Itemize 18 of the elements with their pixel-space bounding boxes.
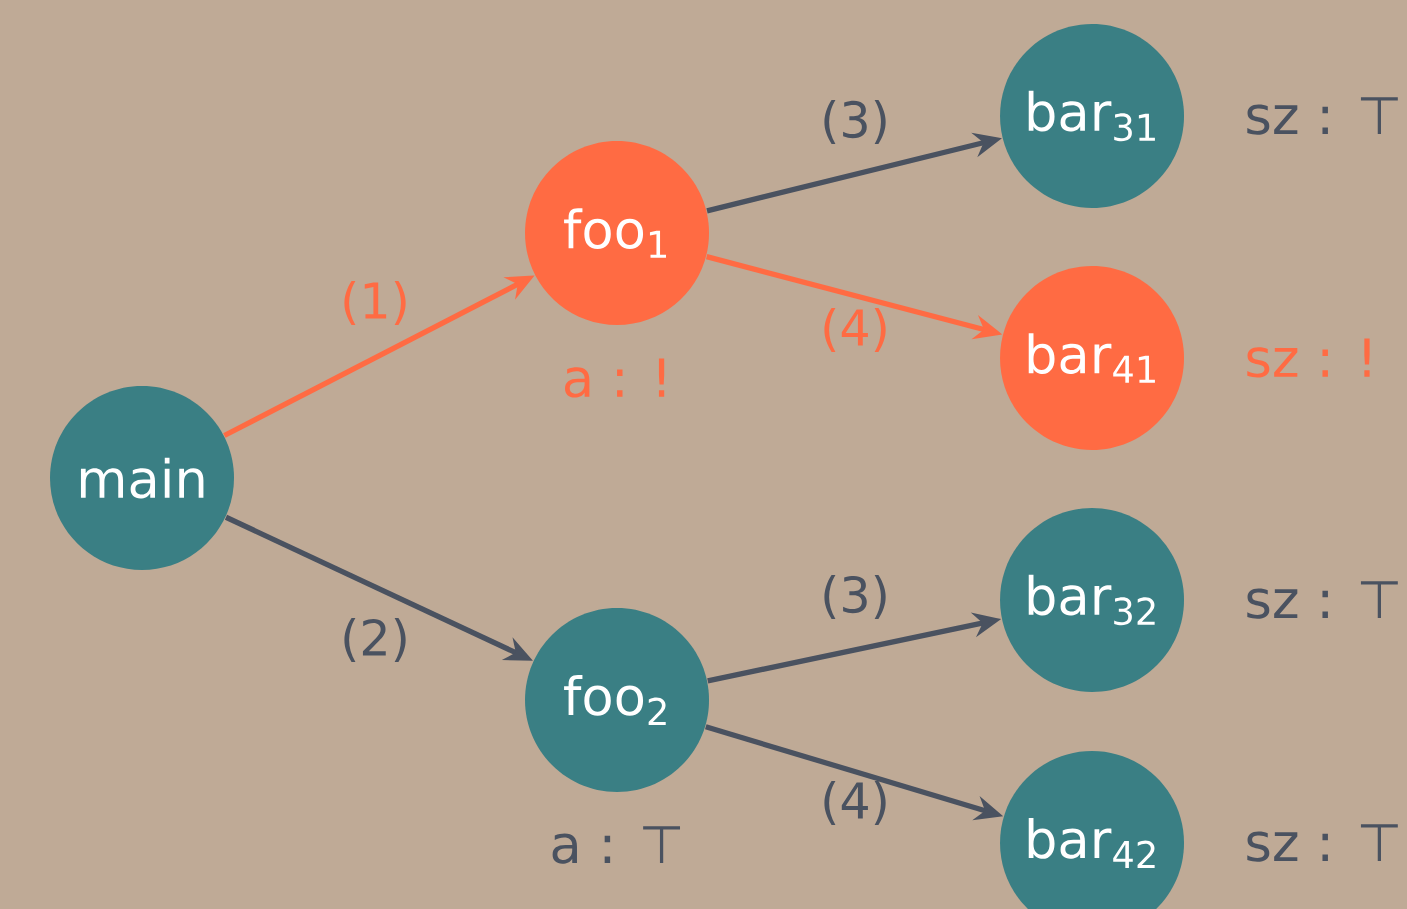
annotation: sz : ⊤ — [1247, 581, 1398, 619]
edge-label: (4) — [824, 308, 886, 352]
circle-node: bar$_{41}$ — [1000, 266, 1184, 450]
edge-label: (1) — [344, 281, 406, 325]
annotation: sz : ⊤ — [1247, 824, 1398, 862]
edge-label: (4) — [824, 781, 886, 825]
circle-node: foo$_{2}$ — [525, 608, 709, 792]
circle-node: bar$_{31}$ — [1000, 24, 1184, 208]
circle-node: foo$_{1}$ — [525, 141, 709, 325]
circle-node: bar$_{32}$ — [1000, 508, 1184, 692]
annotation: a : ⊤ — [552, 826, 680, 864]
edge-label: (2) — [344, 618, 406, 662]
annotation: a : ! — [565, 358, 665, 398]
edge-label: (3) — [824, 100, 886, 144]
circle-node: main — [50, 386, 234, 570]
annotation: sz : ! — [1247, 338, 1370, 378]
annotation: sz : ⊤ — [1247, 97, 1398, 135]
edge-label: (3) — [824, 575, 886, 619]
